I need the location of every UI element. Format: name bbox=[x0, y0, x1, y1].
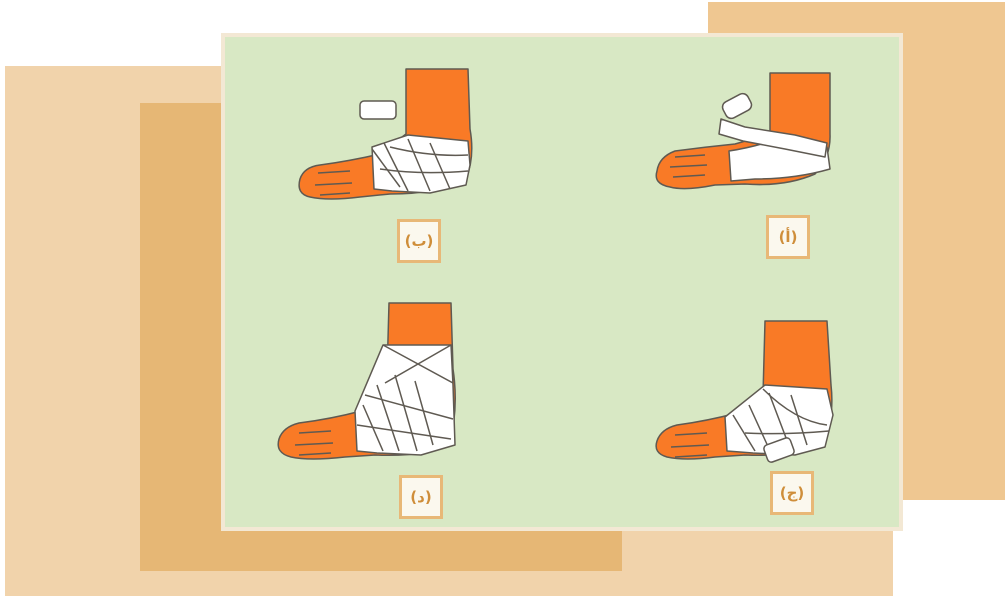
label-b: (ب) bbox=[397, 219, 441, 263]
panel-b: (ب) bbox=[280, 39, 480, 274]
foot-bandage-step-b-illustration bbox=[280, 39, 480, 274]
foot-bandage-step-c-illustration bbox=[645, 285, 845, 520]
panel-d: (د) bbox=[265, 285, 465, 520]
foot-bandage-step-a-illustration bbox=[645, 39, 845, 274]
panel-c: (ج) bbox=[645, 285, 845, 520]
label-c: (ج) bbox=[770, 471, 814, 515]
label-a: (أ) bbox=[766, 215, 810, 259]
panel-a: (أ) bbox=[645, 39, 845, 274]
label-d: (د) bbox=[399, 475, 443, 519]
figure-panel: (أ) (ب) (ج) bbox=[221, 33, 903, 531]
